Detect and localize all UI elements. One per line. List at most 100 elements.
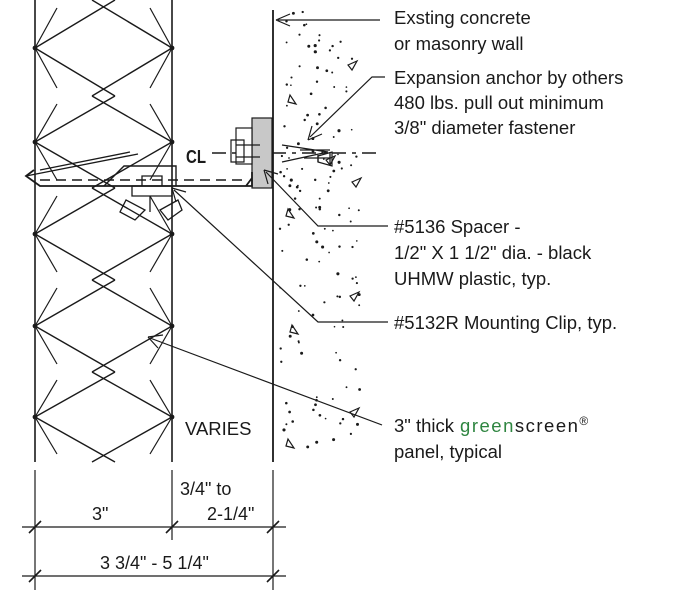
stipple-dot xyxy=(290,76,293,79)
mesh-wire xyxy=(34,47,58,89)
mesh-wire xyxy=(149,103,173,143)
stipple-dot xyxy=(358,388,361,391)
stipple-dot xyxy=(315,396,318,399)
stipple-dot xyxy=(329,175,332,178)
stipple-dot xyxy=(335,351,337,354)
mesh-wire xyxy=(149,325,173,365)
stipple-dot xyxy=(315,80,319,83)
stipple-dot xyxy=(288,334,292,338)
stipple-dot xyxy=(283,125,286,128)
mesh-weld-point xyxy=(32,414,38,420)
stipple-dot xyxy=(337,56,340,60)
mesh-wire xyxy=(91,371,173,418)
stipple-dot xyxy=(350,164,353,167)
mesh-wire xyxy=(91,233,173,281)
panel-label-line2: panel, typical xyxy=(394,441,502,462)
stipple-dot xyxy=(318,413,322,417)
stipple-dot xyxy=(331,71,334,74)
panel-label-prefix: 3" thick xyxy=(394,415,455,436)
mesh-wire xyxy=(91,416,173,463)
stipple-dot xyxy=(318,113,321,116)
mesh-weld-point xyxy=(32,45,38,51)
stipple-dot xyxy=(351,277,354,280)
stipple-dot xyxy=(303,118,306,122)
clip-leader-arrow xyxy=(171,187,187,203)
stipple-dot xyxy=(341,319,344,322)
aggregate-mark xyxy=(351,176,363,189)
spacer-leader-arrow xyxy=(263,169,279,185)
stipple-dot xyxy=(341,417,345,421)
mesh-wire xyxy=(91,325,173,373)
mesh-wire xyxy=(149,141,173,181)
stipple-dot xyxy=(340,167,343,170)
mesh-wire xyxy=(34,371,116,418)
stipple-dot xyxy=(358,304,361,307)
stipple-dot xyxy=(338,295,342,299)
dim-gap-line2: 2-1/4" xyxy=(207,504,254,524)
stipple-dot xyxy=(324,106,327,110)
stipple-dot xyxy=(324,417,327,420)
aggregate-mark xyxy=(285,437,296,449)
brand-green-text: green xyxy=(460,415,515,436)
clip-hook xyxy=(25,151,139,177)
mesh-wire xyxy=(34,416,58,455)
mesh-wire xyxy=(34,233,116,281)
aggregate-mark xyxy=(289,323,300,335)
stipple-dot xyxy=(318,205,322,209)
mesh-weld-point xyxy=(32,231,38,237)
stipple-dot xyxy=(323,227,326,230)
spacer-label-line2: 1/2" X 1 1/2" dia. - black xyxy=(394,242,592,263)
stipple-dot xyxy=(355,282,358,285)
stipple-dot xyxy=(337,129,341,133)
mesh-weld-point xyxy=(169,414,175,420)
stipple-dot xyxy=(290,84,292,86)
anchor-expansion-shield xyxy=(281,144,331,164)
stipple-dot xyxy=(327,182,330,184)
panel-leader-arrow xyxy=(147,334,164,349)
stipple-dot xyxy=(285,20,288,23)
stipple-dot xyxy=(299,284,302,287)
stipple-dot xyxy=(289,178,293,182)
stipple-dot xyxy=(309,92,313,96)
mesh-wire xyxy=(149,47,173,89)
stipple-dot xyxy=(279,170,282,174)
stipple-dot xyxy=(318,34,321,37)
anchor-shield-wedge xyxy=(317,151,333,167)
clip-label-line1: #5132R Mounting Clip, typ. xyxy=(394,312,617,333)
dim-gap-line1: 3/4" to xyxy=(180,479,231,499)
mesh-wire xyxy=(34,416,116,463)
anchor-leader xyxy=(309,76,385,138)
aggregate-mark xyxy=(347,59,359,72)
wing-nut xyxy=(119,175,183,221)
spacer-label-line3: UHMW plastic, typ. xyxy=(394,268,551,289)
stipple-dot xyxy=(282,175,286,178)
stipple-dot xyxy=(328,251,330,254)
stipple-dot xyxy=(303,23,306,27)
stipple-dot xyxy=(325,69,329,73)
stipple-dot xyxy=(285,146,289,149)
mesh-wire xyxy=(91,187,173,235)
mesh-wire xyxy=(34,233,58,273)
clip-backplate xyxy=(251,117,273,189)
stipple-dot xyxy=(355,240,358,242)
stipple-dot xyxy=(349,220,352,223)
stipple-dot xyxy=(354,276,357,279)
varies-label: VARIES xyxy=(185,418,251,439)
dimension-lines: 3" 3/4" to 2-1/4" 3 3/4" - 5 1/4" xyxy=(22,470,286,590)
stipple-dot xyxy=(331,44,334,48)
stipple-dot xyxy=(297,310,300,312)
stipple-dot xyxy=(287,223,290,226)
stipple-dot xyxy=(307,44,311,48)
stipple-dot xyxy=(332,438,336,442)
mesh-wire xyxy=(149,7,173,49)
stipple-dot xyxy=(337,160,341,164)
greenscreen-panel xyxy=(32,0,175,463)
stipple-dot xyxy=(298,189,302,193)
stipple-dot xyxy=(339,40,342,43)
concrete-stipple xyxy=(278,10,363,449)
mesh-wire xyxy=(34,47,116,97)
stipple-dot xyxy=(311,313,315,317)
stipple-dot xyxy=(305,258,309,261)
stipple-dot xyxy=(315,206,318,209)
centerline-symbol: CL xyxy=(186,146,206,167)
